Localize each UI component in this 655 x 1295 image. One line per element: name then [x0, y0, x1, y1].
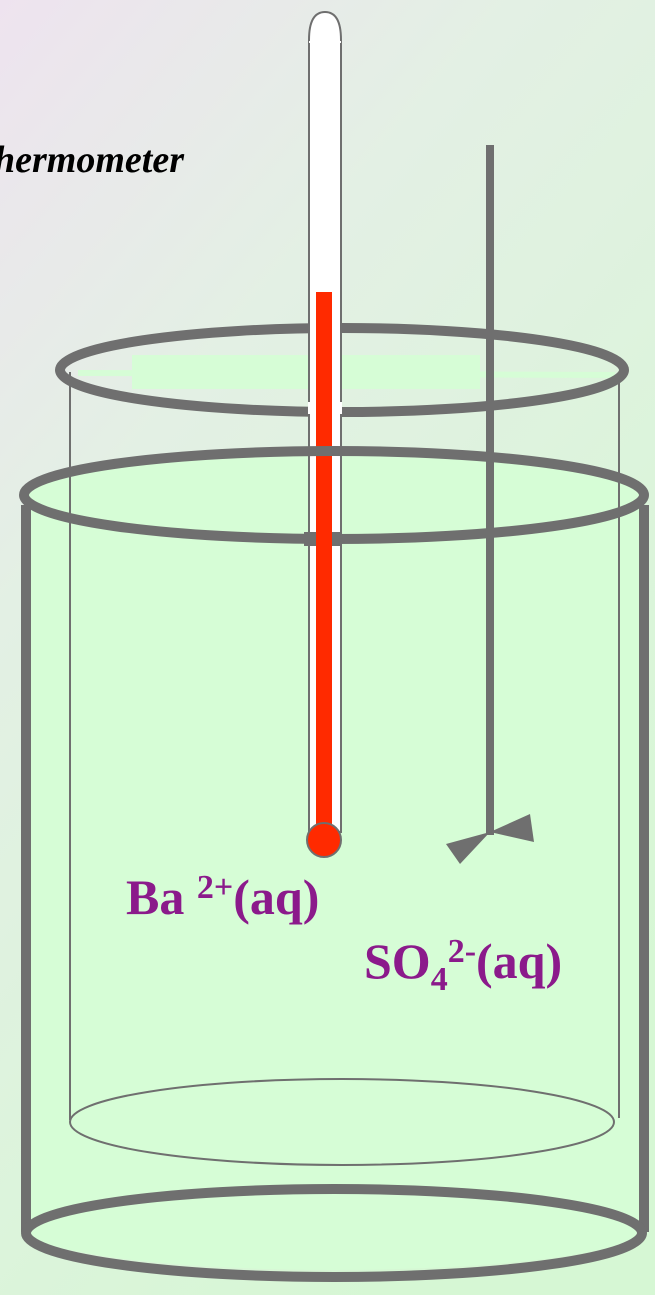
- barium-charge: 2+: [196, 869, 234, 906]
- sulfate-charge: 2-: [447, 933, 477, 970]
- barium-ion-label: Ba 2+(aq): [126, 868, 319, 926]
- thermometer-label: hermometer: [0, 139, 184, 181]
- sulfate-ion-label: SO42-(aq): [364, 932, 563, 997]
- inner-beaker: [69, 372, 620, 1166]
- sulfate-symbol: SO: [364, 933, 431, 989]
- thermometer-overlay: [304, 402, 342, 546]
- beaker-icon: [19, 446, 649, 1282]
- thermometer-icon: [306, 10, 342, 858]
- barium-state: (aq): [233, 869, 320, 925]
- sulfate-state: (aq): [476, 933, 563, 989]
- barium-symbol: Ba: [126, 869, 185, 925]
- sulfate-subscript: 4: [430, 961, 448, 998]
- stirrer-icon: [446, 145, 534, 864]
